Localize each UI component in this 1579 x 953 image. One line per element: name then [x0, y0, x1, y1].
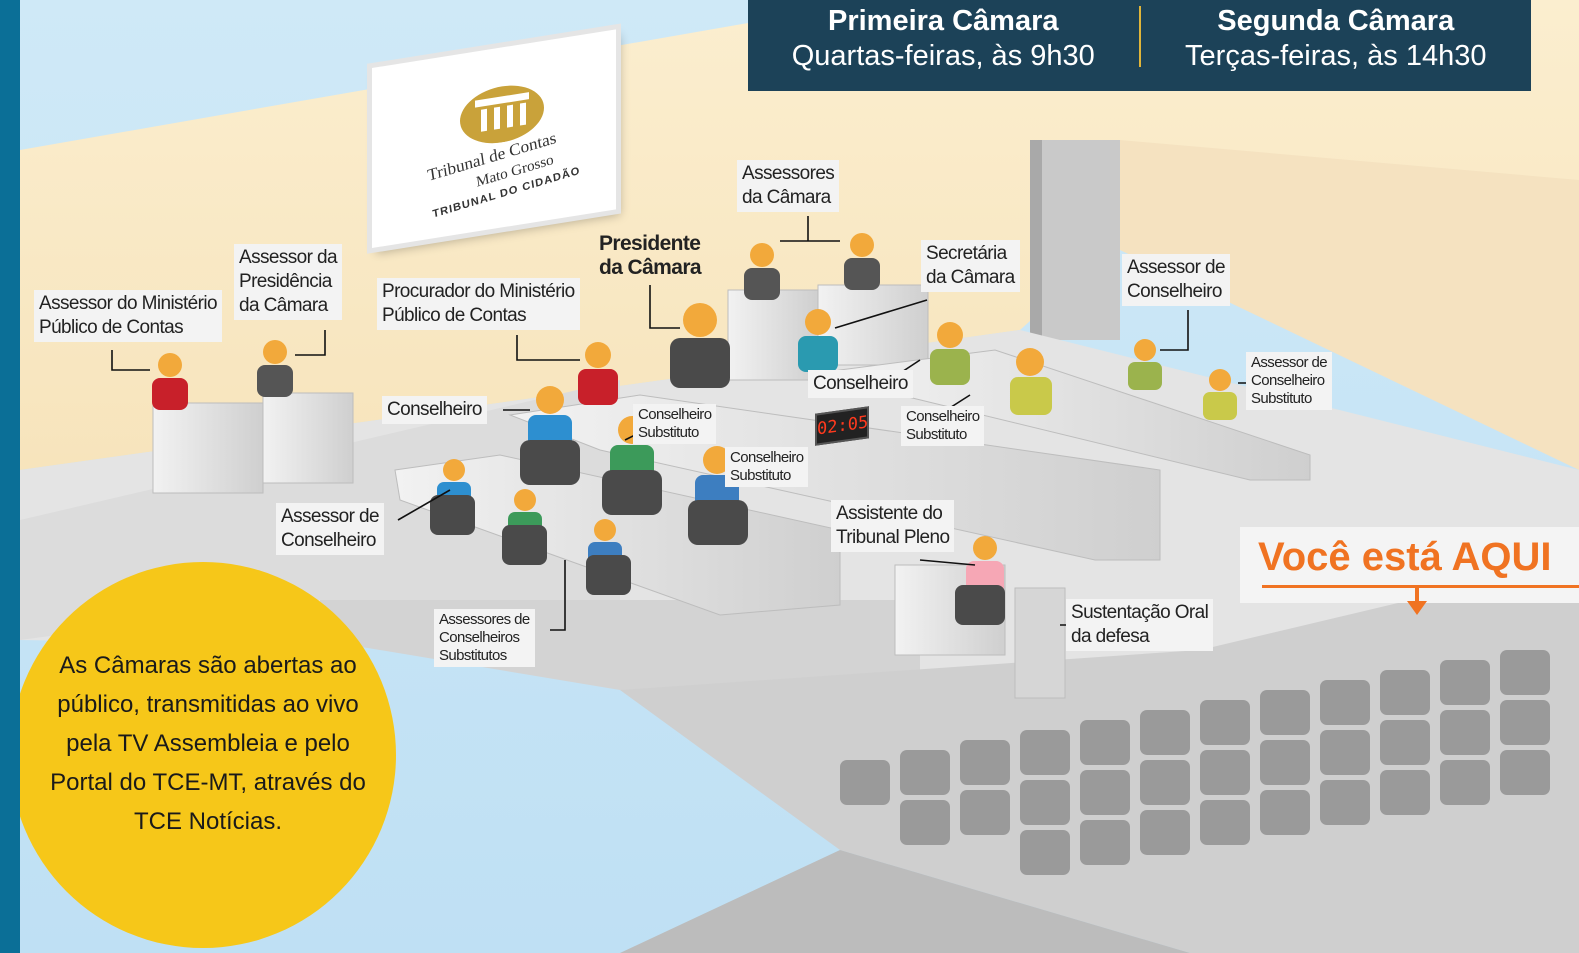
label-presidente: Presidente da Câmara — [599, 232, 702, 279]
you-are-here-underline — [1262, 585, 1579, 588]
label-cons-subst-1: Conselheiro Substituto — [633, 404, 717, 444]
label-assistente: Assistente do Tribunal Pleno — [831, 500, 955, 552]
public-note-bubble: As Câmaras são abertas ao público, trans… — [20, 562, 396, 948]
label-assessor-mp: Assessor do Ministério Público de Contas — [34, 290, 222, 342]
down-arrow-icon — [1407, 587, 1427, 615]
you-are-here-marker: Você está AQUI — [1240, 527, 1579, 615]
schedule-second-title: Segunda Câmara — [1217, 5, 1455, 37]
right-wall — [1120, 140, 1579, 470]
label-sustentacao: Sustentação Oral da defesa — [1066, 599, 1214, 651]
courtroom-scene: Tribunal de Contas Mato Grosso TRIBUNAL … — [20, 0, 1579, 953]
chairs — [430, 440, 1005, 625]
tce-logo: Tribunal de Contas Mato Grosso TRIBUNAL … — [372, 29, 616, 248]
schedule-first: Primeira Câmara Quartas-feiras, às 9h30 — [748, 0, 1139, 91]
label-cons-subst-3: Conselheiro Substituto — [901, 406, 985, 446]
label-assessor-conselheiro-right: Assessor de Conselheiro — [1122, 254, 1230, 306]
label-assessor-conselheiro-left: Assessor de Conselheiro — [276, 503, 384, 555]
public-note-text: As Câmaras são abertas ao público, trans… — [50, 652, 366, 835]
doorway — [1030, 140, 1120, 340]
label-conselheiro-center: Conselheiro — [808, 370, 913, 398]
label-assessores-camara: Assessores da Câmara — [737, 160, 840, 212]
audience — [840, 650, 1550, 875]
label-assessor-cons-subst-right: Assessor de Conselheiro Substituto — [1246, 352, 1332, 410]
label-procurador: Procurador do Ministério Público de Cont… — [377, 278, 580, 330]
schedule-banner: Primeira Câmara Quartas-feiras, às 9h30 … — [748, 0, 1531, 91]
tce-emblem-icon — [460, 85, 544, 144]
label-assessores-subst: Assessores de Conselheiros Substitutos — [434, 609, 535, 667]
you-are-here-text: Você está AQUI — [1258, 535, 1552, 579]
schedule-second-when: Terças-feiras, às 14h30 — [1185, 40, 1487, 72]
label-conselheiro-left: Conselheiro — [382, 396, 487, 424]
schedule-first-title: Primeira Câmara — [827, 5, 1059, 37]
label-assessor-presidencia: Assessor da Presidência da Câmara — [234, 244, 342, 320]
label-secretaria: Secretária da Câmara — [921, 240, 1020, 292]
schedule-second: Segunda Câmara Terças-feiras, às 14h30 — [1141, 0, 1532, 91]
label-cons-subst-2: Conselheiro Substituto — [725, 447, 809, 487]
schedule-first-when: Quartas-feiras, às 9h30 — [791, 40, 1095, 72]
schedule-divider — [1138, 6, 1141, 67]
